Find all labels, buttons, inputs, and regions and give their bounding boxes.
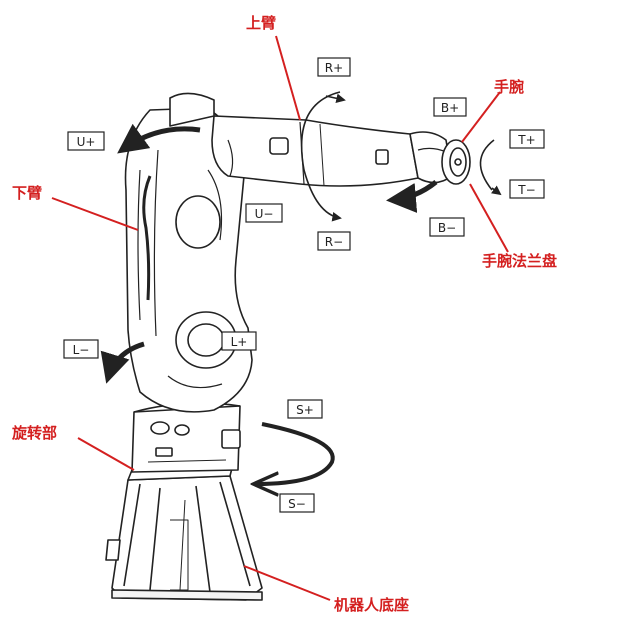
axis-b-arrow [392,182,436,200]
svg-text:R−: R− [325,235,343,249]
svg-text:U+: U+ [77,135,96,149]
label-u-plus: U+ [68,132,104,150]
label-t-plus: T+ [510,130,544,148]
label-r-minus: R− [318,232,350,250]
part-label-lower-arm: 下臂 [12,184,42,202]
label-b-plus: B+ [434,98,466,116]
label-u-minus: U− [246,204,282,222]
label-l-plus: L+ [222,332,256,350]
part-label-upper-arm: 上臂 [246,14,276,32]
leader-wrist-flange [470,184,508,252]
svg-text:S−: S− [288,497,306,511]
svg-text:T+: T+ [517,133,535,147]
svg-text:B+: B+ [441,101,459,115]
svg-text:L−: L− [73,343,90,357]
leader-lower-arm [52,198,138,230]
label-s-minus: S− [280,494,314,512]
part-label-wrist: 手腕 [494,78,524,96]
part-label-robot-base: 机器人底座 [334,596,409,614]
svg-text:R+: R+ [325,61,343,75]
robot-base [106,468,262,600]
label-t-minus: T− [510,180,544,198]
svg-text:T−: T− [517,183,535,197]
wrist-flange [442,140,470,184]
axis-s-rotation-arrow [256,424,333,484]
rotation-part [132,403,240,472]
label-b-minus: B− [430,218,464,236]
svg-text:U−: U− [255,207,274,221]
label-r-plus: R+ [318,58,350,76]
svg-text:S+: S+ [296,403,314,417]
part-label-wrist-flange: 手腕法兰盘 [482,252,557,270]
part-labels: 上臂 手腕 下臂 手腕法兰盘 旋转部 机器人底座 [11,14,557,614]
label-s-plus: S+ [288,400,322,418]
svg-text:L+: L+ [231,335,248,349]
leader-wrist [462,92,500,142]
label-l-minus: L− [64,340,98,358]
part-label-rotation-part: 旋转部 [11,424,57,442]
axis-t-rotation-arrow [480,140,500,194]
svg-text:B−: B− [438,221,456,235]
leader-upper-arm [276,36,300,120]
leader-rotation-part [78,438,134,470]
